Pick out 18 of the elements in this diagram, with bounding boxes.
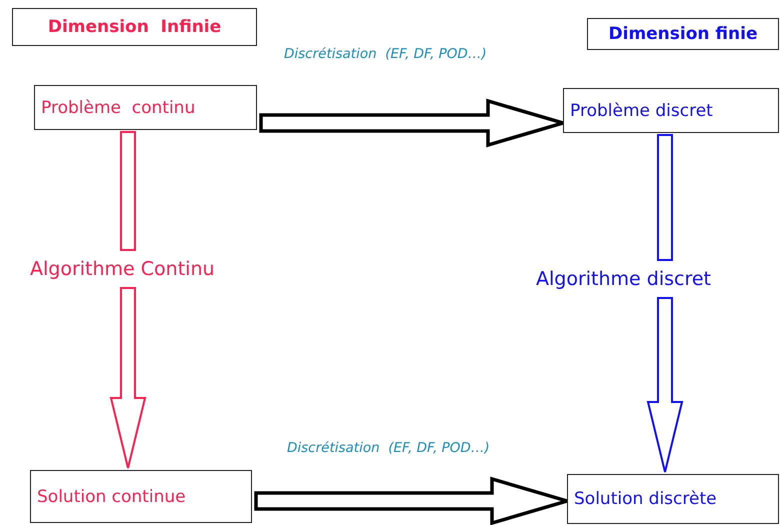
text-box (34, 85, 257, 130)
node-label: Solution discrète (574, 489, 717, 509)
node-label: Problème discret (570, 100, 713, 120)
node-label: Algorithme Continu (30, 258, 215, 280)
block-arrow (657, 134, 673, 261)
text-box (12, 8, 257, 46)
block-arrow (110, 287, 146, 469)
heading: Dimension Infinie (48, 17, 222, 37)
text-box (563, 88, 779, 133)
block-arrow (120, 131, 136, 251)
text-box (567, 474, 779, 524)
text-box (30, 470, 252, 523)
node-label: Problème continu (41, 98, 196, 118)
text-box (587, 18, 779, 50)
block-arrow (646, 297, 684, 473)
node-label: Algorithme discret (536, 268, 711, 290)
node-label: Solution continue (37, 486, 186, 506)
heading: Dimension finie (608, 24, 758, 44)
